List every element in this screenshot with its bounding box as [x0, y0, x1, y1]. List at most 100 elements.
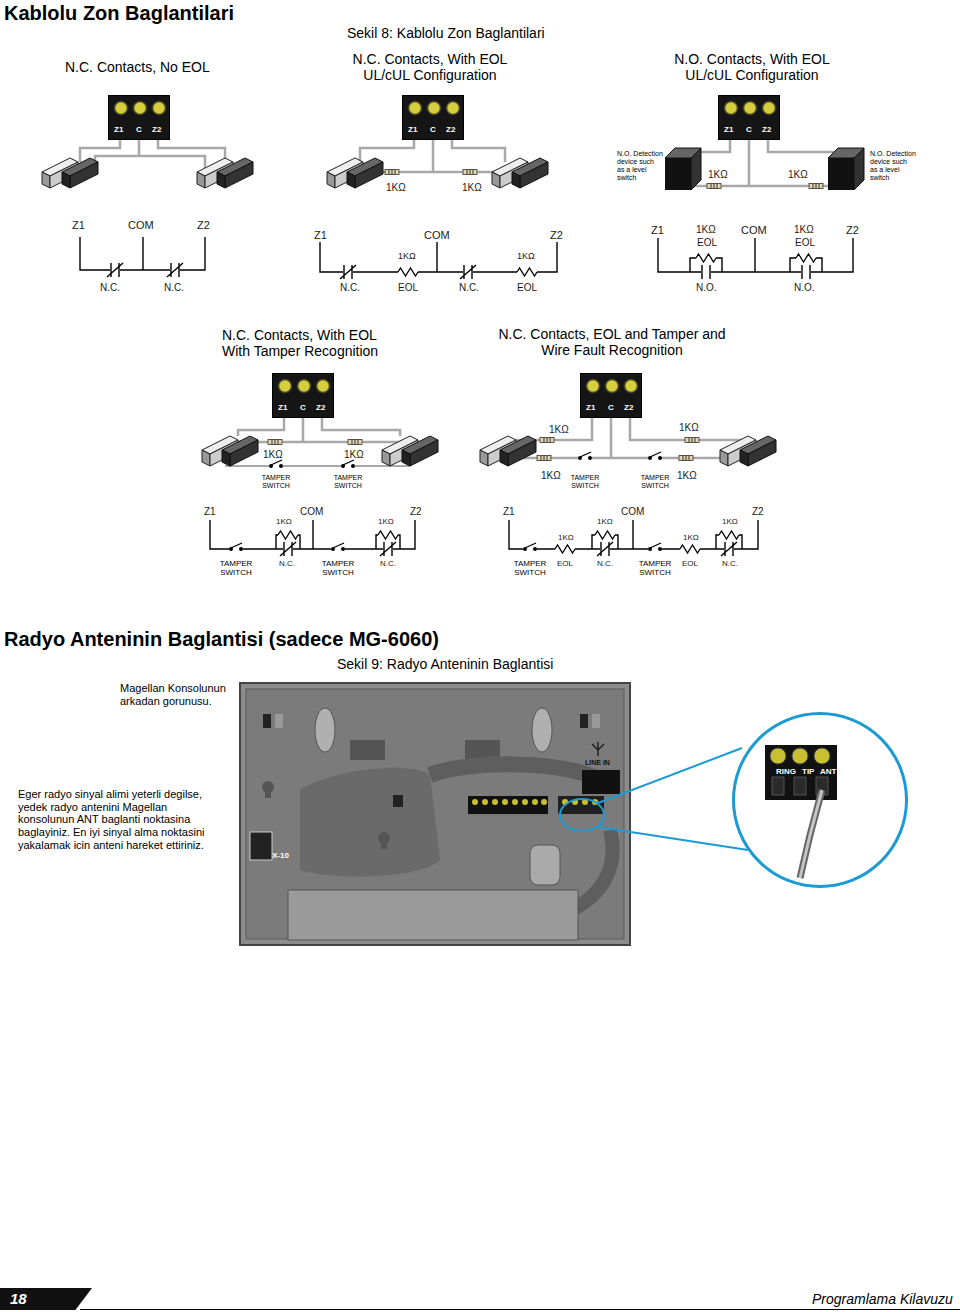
figure-heading: N.C. Contacts, With EOL UL/cUL Configura…: [340, 51, 520, 83]
note-text: TAMPER SWITCH: [316, 559, 360, 577]
schematic-label: 1KΩ: [549, 424, 569, 436]
schematic-label: Z1: [314, 229, 327, 242]
node-text: Z1: [408, 125, 417, 134]
node-text: Z2: [316, 403, 325, 412]
schematic-label: COM: [128, 219, 154, 232]
schematic-label: Z1: [503, 506, 515, 518]
node-text: Z1: [586, 403, 595, 412]
schematic-label: 1KΩ: [788, 169, 808, 181]
schematic-label: EOL: [795, 237, 815, 249]
node-text: RING: [776, 767, 796, 776]
schematic-label: 1KΩ: [541, 470, 561, 482]
node-text: TIP: [802, 767, 814, 776]
figure-heading: N.C. Contacts, With EOL With Tamper Reco…: [222, 327, 400, 359]
schematic-label: EOL: [682, 559, 698, 568]
schematic-label: 1KΩ: [378, 517, 394, 526]
schematic-label: Z2: [197, 219, 210, 232]
schematic-label: Z2: [410, 506, 422, 518]
note-text: TAMPER SWITCH: [327, 474, 369, 490]
schematic-label: N.C.: [459, 282, 479, 294]
schematic-label: N.O.: [696, 282, 717, 294]
detail-zoom-circle: RING TIP ANT: [732, 712, 908, 888]
schematic-label: N.C.: [279, 559, 295, 568]
note-text: N.O. Detection device such as a level sw…: [870, 150, 916, 182]
node-text: X-10: [272, 851, 289, 860]
terminal-block: Z1 C Z2: [580, 373, 642, 418]
node-text: Z2: [152, 125, 161, 134]
schematic-label: 1KΩ: [722, 517, 738, 526]
node-text: LINE IN: [585, 759, 610, 767]
schematic-label: Z2: [550, 229, 563, 242]
body-paragraph: Eger radyo sinyal alimi yeterli degilse,…: [18, 788, 223, 851]
node-text: Z2: [762, 125, 771, 134]
schematic-label: 1KΩ: [263, 449, 283, 461]
schematic-label: COM: [300, 506, 323, 518]
schematic-label: N.O.: [794, 282, 815, 294]
schematic-label: EOL: [697, 237, 717, 249]
schematic-label: Z2: [752, 506, 764, 518]
page-number-tab: 18: [0, 1288, 92, 1310]
note-text: TAMPER SWITCH: [255, 474, 297, 490]
terminal-block: Z1 C Z2: [718, 95, 780, 140]
terminal-block: Z1 C Z2: [402, 95, 464, 140]
schematic-label: EOL: [517, 282, 537, 294]
page-title: Kablolu Zon Baglantilari: [4, 2, 234, 25]
schematic-label: 1KΩ: [696, 224, 716, 236]
node-text: Z1: [724, 125, 733, 134]
schematic-label: 1KΩ: [344, 449, 364, 461]
node-text: Z1: [114, 125, 123, 134]
node-text: 18: [10, 1290, 27, 1307]
node-text: Z1: [278, 403, 287, 412]
schematic-label: 1KΩ: [597, 517, 613, 526]
figure-heading: Sekil 9: Radyo Anteninin Baglantisi: [337, 656, 553, 672]
schematic-label: 1KΩ: [276, 517, 292, 526]
schematic-label: 1KΩ: [558, 533, 574, 542]
schematic-label: N.C.: [164, 282, 184, 294]
note-text: TAMPER SWITCH: [564, 474, 606, 490]
schematic-label: 1KΩ: [386, 182, 406, 194]
figure-heading: Sekil 8: Kablolu Zon Baglantilari: [347, 25, 545, 41]
schematic-label: COM: [621, 506, 644, 518]
schematic-label: 1KΩ: [517, 251, 535, 261]
console-back-view: LINE IN X-10: [240, 683, 630, 945]
figure-heading: N.O. Contacts, With EOL UL/cUL Configura…: [662, 51, 842, 83]
figure-heading: N.C. Contacts, No EOL: [65, 59, 210, 75]
schematic-label: 1KΩ: [677, 470, 697, 482]
node-text: C: [746, 125, 752, 134]
node-text: C: [608, 403, 614, 412]
schematic-label: Z1: [651, 224, 664, 237]
schematic-label: N.C.: [340, 282, 360, 294]
schematic-label: Z1: [72, 219, 85, 232]
note-text: N.O. Detection device such as a level sw…: [617, 150, 663, 182]
schematic-label: EOL: [557, 559, 573, 568]
footer-text: Programlama Kilavuzu: [812, 1291, 953, 1307]
schematic-label: N.C.: [100, 282, 120, 294]
schematic-label: 1KΩ: [462, 182, 482, 194]
node-text: C: [300, 403, 306, 412]
schematic-label: 1KΩ: [679, 422, 699, 434]
note-text: TAMPER SWITCH: [633, 559, 677, 577]
node-text: Z2: [624, 403, 633, 412]
note-text: TAMPER SWITCH: [508, 559, 552, 577]
schematic-label: Z2: [846, 224, 859, 237]
note-text: TAMPER SWITCH: [214, 559, 258, 577]
schematic-label: 1KΩ: [683, 533, 699, 542]
figure-heading: N.C. Contacts, EOL and Tamper and Wire F…: [492, 326, 732, 358]
note-text: TAMPER SWITCH: [634, 474, 676, 490]
section-heading: Radyo Anteninin Baglantisi (sadece MG-60…: [4, 628, 439, 651]
node-text: C: [136, 125, 142, 134]
schematic-label: COM: [741, 224, 767, 237]
schematic-label: N.C.: [597, 559, 613, 568]
node-text: ANT: [820, 767, 836, 776]
schematic-label: 1KΩ: [398, 251, 416, 261]
schematic-label: Z1: [204, 506, 216, 518]
schematic-label: N.C.: [380, 559, 396, 568]
node-text: C: [430, 125, 436, 134]
terminal-block: Z1 C Z2: [108, 95, 170, 140]
schematic-label: COM: [424, 229, 450, 242]
node-text: Z2: [446, 125, 455, 134]
terminal-block: Z1 C Z2: [272, 373, 334, 418]
schematic-label: EOL: [398, 282, 418, 294]
schematic-label: 1KΩ: [708, 169, 728, 181]
